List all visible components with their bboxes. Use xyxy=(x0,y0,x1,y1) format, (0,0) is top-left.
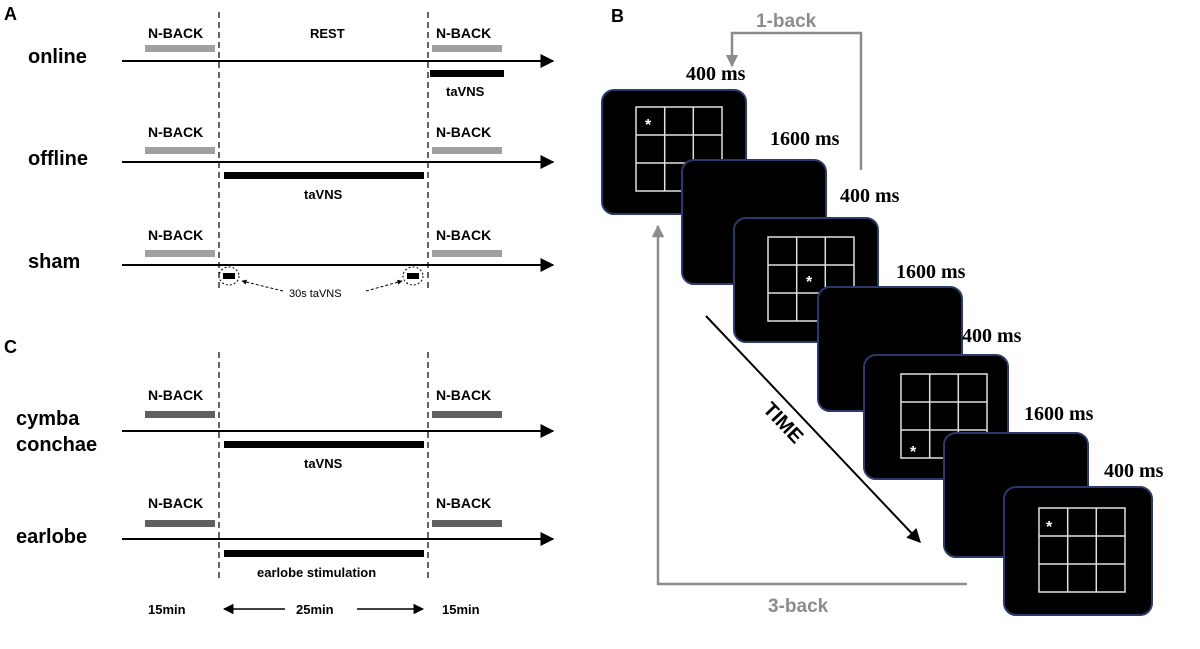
nback-post-bar xyxy=(432,147,502,154)
stim-bar xyxy=(224,172,424,179)
sham-stim-bar-right xyxy=(407,273,419,279)
stim-label: taVNS xyxy=(304,456,343,471)
nback-pre-label: N-BACK xyxy=(148,227,203,243)
sham-arrow-left xyxy=(241,279,284,292)
sham-stim-circle-left xyxy=(218,266,240,286)
nback-post-bar xyxy=(432,45,502,52)
sham-stim-bar-left xyxy=(223,273,235,279)
star-marker: * xyxy=(1046,519,1053,536)
sham-arrow-right xyxy=(365,279,403,292)
nback-pre-label: N-BACK xyxy=(148,495,203,511)
panel-b-letter: B xyxy=(611,6,624,26)
star-marker: * xyxy=(645,117,652,134)
three-back-arrow xyxy=(651,224,967,586)
nback-post-label: N-BACK xyxy=(436,25,491,41)
nback-pre-label: N-BACK xyxy=(148,124,203,140)
time-mid-label: 25min xyxy=(296,602,334,617)
duration-label-7: 400 ms xyxy=(1104,460,1164,482)
row-label-line1: cymba xyxy=(16,408,80,430)
nback-post-label: N-BACK xyxy=(436,124,491,140)
duration-label-2: 1600 ms xyxy=(770,128,840,150)
stimulus-screen xyxy=(1003,486,1153,616)
panel-c-letter: C xyxy=(4,337,17,357)
stim-label: taVNS xyxy=(446,84,485,99)
nback-pre-bar xyxy=(145,411,215,418)
sham-stim-label: 30s taVNS xyxy=(289,288,342,300)
row-label-line2: conchae xyxy=(16,434,97,456)
duration-label-4: 1600 ms xyxy=(896,261,966,283)
duration-label-6: 1600 ms xyxy=(1024,403,1094,425)
row-label: sham xyxy=(28,251,80,273)
grid xyxy=(1038,507,1126,593)
stim-label: taVNS xyxy=(304,187,343,202)
time-pre-label: 15min xyxy=(148,602,186,617)
nback-pre-label: N-BACK xyxy=(148,25,203,41)
nback-post-bar xyxy=(432,520,502,527)
row-earlobe: earlobe N-BACK N-BACK earlobe stimulatio… xyxy=(16,495,555,580)
nback-post-label: N-BACK xyxy=(436,495,491,511)
nback-post-label: N-BACK xyxy=(436,227,491,243)
nback-pre-bar xyxy=(145,520,215,527)
row-label: offline xyxy=(28,148,88,170)
nback-pre-bar xyxy=(145,147,215,154)
star-marker: * xyxy=(910,444,917,461)
duration-label-5: 400 ms xyxy=(962,325,1022,347)
row-offline: offline N-BACK N-BACK taVNS xyxy=(28,124,555,202)
stim-bar xyxy=(430,70,504,77)
time-arrow xyxy=(705,315,921,544)
one-back-arrow xyxy=(725,31,863,170)
row-label: online xyxy=(28,46,87,68)
nback-post-label: N-BACK xyxy=(436,387,491,403)
row-label: earlobe xyxy=(16,526,87,548)
panel-b: B 1-back 3-back * 400 ms 1600 ms xyxy=(601,6,1164,617)
nback-pre-label: N-BACK xyxy=(148,387,203,403)
nback-pre-bar xyxy=(145,45,215,52)
row-online: online N-BACK REST N-BACK taVNS xyxy=(28,25,555,99)
nback-post-bar xyxy=(432,250,502,257)
sham-stim-circle-right xyxy=(402,266,424,286)
stim-bar xyxy=(224,441,424,448)
panel-a: A online N-BACK REST N-BACK taVNS offlin… xyxy=(4,4,555,300)
panel-c: C cymba conchae N-BACK N-BACK taVNS earl… xyxy=(4,337,555,617)
time-axis: 15min 25min 15min xyxy=(148,602,480,617)
duration-label-1: 400 ms xyxy=(686,63,746,85)
panel-a-letter: A xyxy=(4,4,17,24)
time-post-label: 15min xyxy=(442,602,480,617)
time-label: TIME xyxy=(758,398,807,448)
three-back-label: 3-back xyxy=(768,596,829,617)
stim-bar xyxy=(224,550,424,557)
screen-7: * xyxy=(1003,486,1153,616)
rest-label: REST xyxy=(310,26,345,41)
nback-pre-bar xyxy=(145,250,215,257)
stim-label: earlobe stimulation xyxy=(257,565,376,580)
grid xyxy=(635,106,723,192)
nback-post-bar xyxy=(432,411,502,418)
row-cymba-conchae: cymba conchae N-BACK N-BACK taVNS xyxy=(16,387,555,471)
grid xyxy=(767,236,855,322)
one-back-label: 1-back xyxy=(756,11,817,32)
star-marker: * xyxy=(806,274,813,291)
duration-label-3: 400 ms xyxy=(840,185,900,207)
row-sham: sham N-BACK N-BACK 30s taVNS xyxy=(28,227,555,300)
